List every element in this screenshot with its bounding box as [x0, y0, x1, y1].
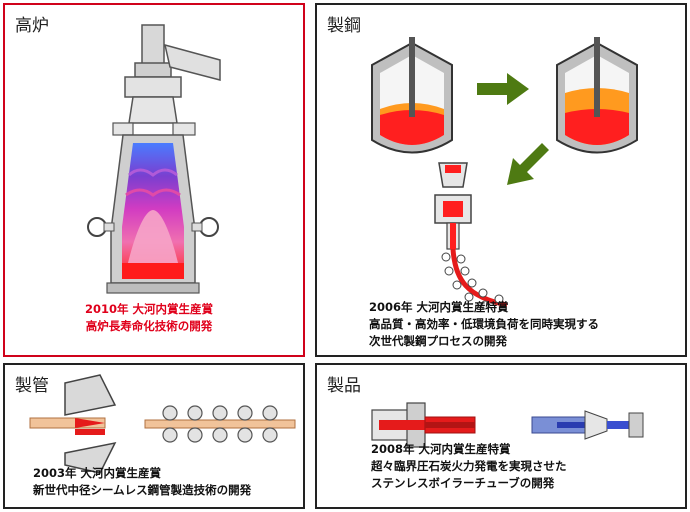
panel-title-product: 製品 — [327, 376, 361, 396]
caption-line: 高品質・高効率・低環境負荷を同時実現する — [369, 317, 599, 331]
caption-line: 2006年 大河内賞生産特賞 — [369, 300, 509, 314]
caption-steelmaking: 2006年 大河内賞生産特賞 高品質・高効率・低環境負荷を同時実現する 次世代製… — [369, 299, 599, 350]
caption-line: 2010年 大河内賞生産賞 — [85, 302, 214, 316]
caption-pipe: 2003年 大河内賞生産賞 新世代中径シームレス鋼管製造技術の開発 — [33, 465, 251, 499]
panel-title-pipe: 製管 — [15, 376, 49, 396]
caption-line: ステンレスボイラーチューブの開発 — [371, 476, 555, 490]
panel-steelmaking: 製鋼 2006年 大 — [315, 3, 687, 357]
caption-product: 2008年 大河内賞生産特賞 超々臨界圧石炭火力発電を実現させた ステンレスボイ… — [371, 441, 567, 492]
panel-blast-furnace: 高炉 — [3, 3, 305, 357]
product-illustration — [371, 402, 644, 448]
panel-product: 製品 2008年 大河内賞生産特賞 超々臨界圧石炭火力発電を実現させた ステンレ… — [315, 363, 687, 509]
panel-title-steelmaking: 製鋼 — [327, 16, 361, 36]
pipe-illustration — [29, 374, 296, 474]
caption-blast-furnace: 2010年 大河内賞生産賞 高炉長寿命化技術の開発 — [85, 301, 213, 335]
caption-line: 超々臨界圧石炭火力発電を実現させた — [371, 459, 567, 473]
panel-title-blast-furnace: 高炉 — [15, 16, 49, 36]
caption-line: 新世代中径シームレス鋼管製造技術の開発 — [33, 483, 252, 497]
steelmaking-illustration — [371, 37, 638, 310]
caption-line: 次世代製鋼プロセスの開発 — [369, 334, 507, 348]
caption-line: 2008年 大河内賞生産特賞 — [371, 442, 511, 456]
caption-line: 高炉長寿命化技術の開発 — [85, 319, 213, 333]
blast-furnace-illustration — [87, 24, 221, 294]
panel-pipe: 製管 2003年 大河内賞生産賞 新世代中径シームレス鋼管製造技術の開発 — [3, 363, 305, 509]
caption-line: 2003年 大河内賞生産賞 — [33, 466, 162, 480]
